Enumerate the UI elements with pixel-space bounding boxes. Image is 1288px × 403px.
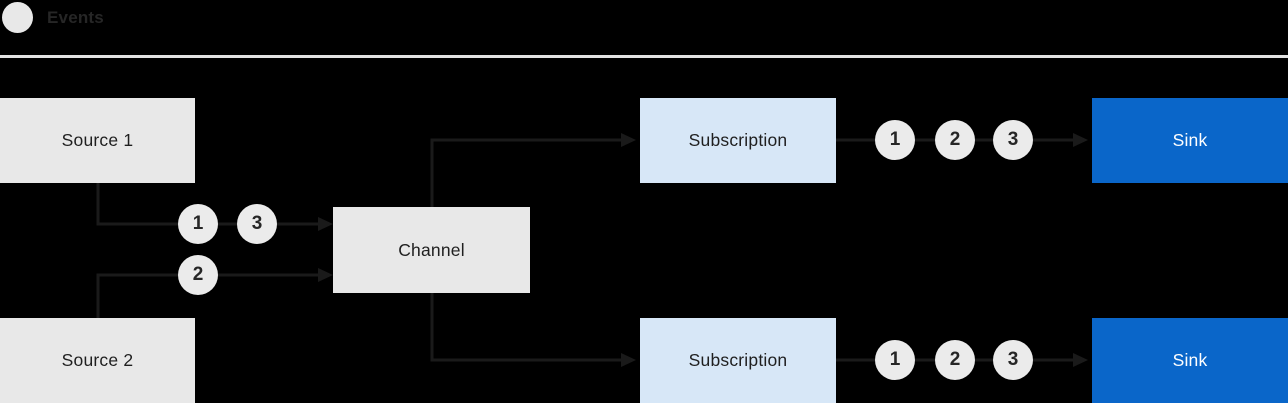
wire-channel-to-subscription-bottom <box>430 292 636 367</box>
node-sink-bottom: Sink <box>1092 318 1288 403</box>
event-badge: 2 <box>935 120 975 160</box>
legend-divider <box>0 55 1288 58</box>
event-badge: 3 <box>993 120 1033 160</box>
node-source-2: Source 2 <box>0 318 195 403</box>
node-subscription-bottom: Subscription <box>640 318 836 403</box>
event-badge: 1 <box>178 204 218 244</box>
node-source-1: Source 1 <box>0 98 195 183</box>
node-sink-top: Sink <box>1092 98 1288 183</box>
event-badge: 1 <box>875 340 915 380</box>
event-badge: 3 <box>993 340 1033 380</box>
node-subscription-top: Subscription <box>640 98 836 183</box>
event-badge: 3 <box>237 204 277 244</box>
event-badge: 1 <box>875 120 915 160</box>
wire-source2-to-channel <box>96 268 333 319</box>
legend: Events <box>2 2 104 33</box>
event-badge: 2 <box>935 340 975 380</box>
event-badge: 2 <box>178 255 218 295</box>
legend-label: Events <box>47 7 104 27</box>
wire-channel-to-subscription-top <box>430 133 636 208</box>
node-channel: Channel <box>333 207 530 293</box>
event-circle-icon <box>2 2 33 33</box>
